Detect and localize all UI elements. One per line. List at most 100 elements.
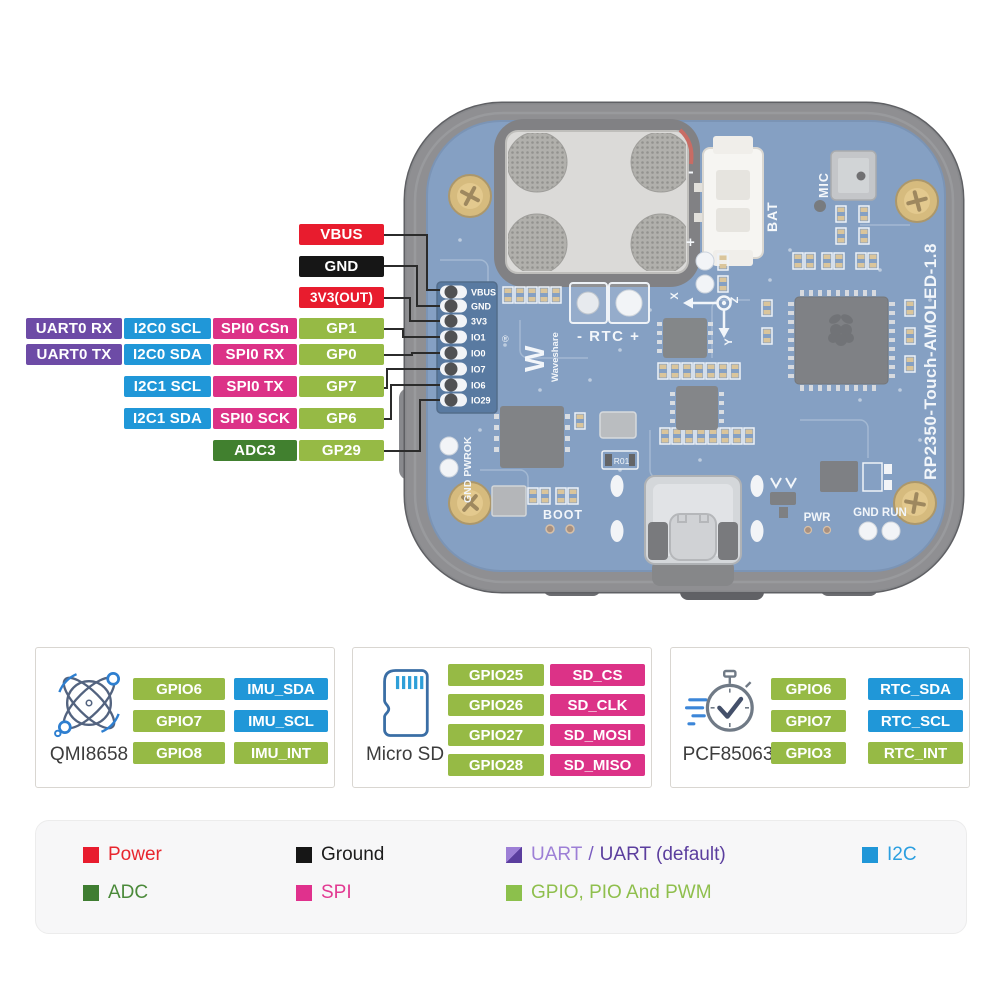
legend-label: Ground: [321, 844, 385, 865]
legend-label: SPI: [321, 882, 352, 903]
rtc-chip-name: PCF85063: [682, 744, 774, 765]
legend-label: I2C: [887, 844, 917, 865]
pin-header: VBUS GND 3V3 IO1 IO0 IO7 IO6 IO29: [436, 281, 498, 414]
microsd-icon: [383, 669, 429, 737]
waveshare-text: Waveshare: [550, 332, 561, 382]
legend-item-adc: ADC: [83, 882, 148, 904]
badge-vbus: VBUS: [299, 224, 384, 245]
badge-3v3-out: 3V3(OUT): [299, 287, 384, 308]
axis-x-label: X: [669, 292, 681, 300]
axis-indicator: X Z Y: [669, 292, 741, 346]
svg-text:GND: GND: [471, 302, 492, 312]
badge-spi0-sck: SPI0 SCK: [213, 408, 297, 429]
badge-i2c0-scl: I2C0 SCL: [124, 318, 211, 339]
legend-label: Power: [108, 844, 162, 865]
badge-rtc-gpio7: GPIO7: [771, 710, 846, 732]
badge-i2c1-scl: I2C1 SCL: [124, 376, 211, 397]
usb-c-connector: [610, 475, 764, 586]
adc-swatch-icon: [83, 885, 99, 901]
svg-text:IO7: IO7: [471, 365, 486, 375]
i2c-swatch-icon: [862, 847, 878, 863]
r01-resistor: R01: [601, 450, 639, 470]
ics: [491, 290, 895, 518]
pwrok-pads: GND PWROK: [439, 436, 474, 503]
badge-i2c1-sda: I2C1 SDA: [124, 408, 211, 429]
badge-imu-scl: IMU_SCL: [234, 710, 328, 732]
bat-plus-label: +: [686, 234, 695, 251]
badge-rtc-scl: RTC_SCL: [868, 710, 963, 732]
badge-adc3: ADC3: [213, 440, 297, 461]
waveshare-logo: ® W Waveshare: [502, 332, 561, 382]
battery-connector: - + BAT: [686, 136, 780, 266]
badge-spi0-tx: SPI0 TX: [213, 376, 297, 397]
legend-item-ground: Ground: [296, 844, 384, 866]
microphone: MIC: [814, 150, 877, 212]
badge-imu-gpio8: GPIO8: [133, 742, 225, 764]
badge-rtc-gpio3: GPIO3: [771, 742, 846, 764]
waveshare-w-icon: W: [519, 345, 550, 372]
legend-item-spi: SPI: [296, 882, 352, 904]
rtc-box: PCF85063 GPIO6 RTC_SDA GPIO7 RTC_SCL GPI…: [670, 647, 970, 788]
gpio-swatch-icon: [506, 885, 522, 901]
badge-sd-gpio27: GPIO27: [448, 724, 544, 746]
legend-label: ADC: [108, 882, 149, 903]
badge-gnd: GND: [299, 256, 384, 277]
pcb-vias: [458, 238, 932, 472]
leader-lines: [384, 234, 440, 452]
uart-swatch-icon: [506, 847, 522, 863]
legend-label: UART/UART (default): [531, 844, 726, 866]
boot-label: BOOT: [543, 508, 583, 522]
svg-text:IO29: IO29: [471, 396, 491, 406]
stopwatch-icon: [685, 669, 754, 732]
badge-rtc-int: RTC_INT: [868, 742, 963, 764]
badge-gp7: GP7: [299, 376, 384, 397]
smd-footprints: [502, 205, 916, 505]
legend-item-i2c: I2C: [862, 844, 917, 866]
badge-rtc-sda: RTC_SDA: [868, 678, 963, 700]
badge-i2c0-sda: I2C0 SDA: [124, 344, 211, 365]
power-swatch-icon: [83, 847, 99, 863]
rtc-label: - RTC +: [577, 328, 640, 345]
badge-sd-gpio28: GPIO28: [448, 754, 544, 776]
axis-z-label: Z: [729, 296, 741, 303]
svg-text:IO1: IO1: [471, 333, 486, 343]
uart-separator: /: [588, 844, 594, 865]
raspberry-logo-icon: [828, 314, 854, 346]
boot-testpoints: BOOT: [543, 508, 583, 534]
badge-uart0-rx: UART0 RX: [26, 318, 122, 339]
badge-sd-gpio25: GPIO25: [448, 664, 544, 686]
speaker-wire: [678, 128, 694, 165]
badge-sd-cs: SD_CS: [550, 664, 645, 686]
uart-label: UART: [531, 844, 583, 865]
mic-label: MIC: [817, 172, 831, 198]
svg-text:3V3: 3V3: [471, 317, 487, 327]
legend-label: GPIO, PIO And PWM: [531, 882, 712, 903]
badge-sd-gpio26: GPIO26: [448, 694, 544, 716]
badge-gp29: GP29: [299, 440, 384, 461]
svg-text:IO6: IO6: [471, 381, 486, 391]
screws: [448, 174, 939, 525]
legend-item-gpio: GPIO, PIO And PWM: [506, 882, 712, 904]
pin-pads: [440, 285, 467, 407]
power-testpoints: PWR GND RUN: [804, 507, 907, 541]
badge-spi0-rx: SPI0 RX: [213, 344, 297, 365]
badge-sd-miso: SD_MISO: [550, 754, 645, 776]
color-legend: Power Ground UART/UART (default) I2C ADC…: [35, 820, 967, 934]
gnd-run-label: GND RUN: [853, 507, 907, 519]
badge-sd-clk: SD_CLK: [550, 694, 645, 716]
badge-imu-int: IMU_INT: [234, 742, 328, 764]
pin-header-labels: VBUS GND 3V3 IO1 IO0 IO7 IO6 IO29: [471, 288, 496, 406]
badge-rtc-gpio6: GPIO6: [771, 678, 846, 700]
badge-sd-mosi: SD_MOSI: [550, 724, 645, 746]
rp2350-chip: [788, 290, 895, 391]
imu-chip-name: QMI8658: [49, 744, 129, 765]
uart-default-label: UART (default): [599, 844, 726, 865]
pwr-label: PWR: [804, 512, 832, 524]
model-name-label: RP2350-Touch-AMOLED-1.8: [921, 243, 940, 480]
svg-text:IO0: IO0: [471, 349, 486, 359]
badge-gp1: GP1: [299, 318, 384, 339]
badge-spi0-csn: SPI0 CSn: [213, 318, 297, 339]
legend-item-power: Power: [83, 844, 162, 866]
